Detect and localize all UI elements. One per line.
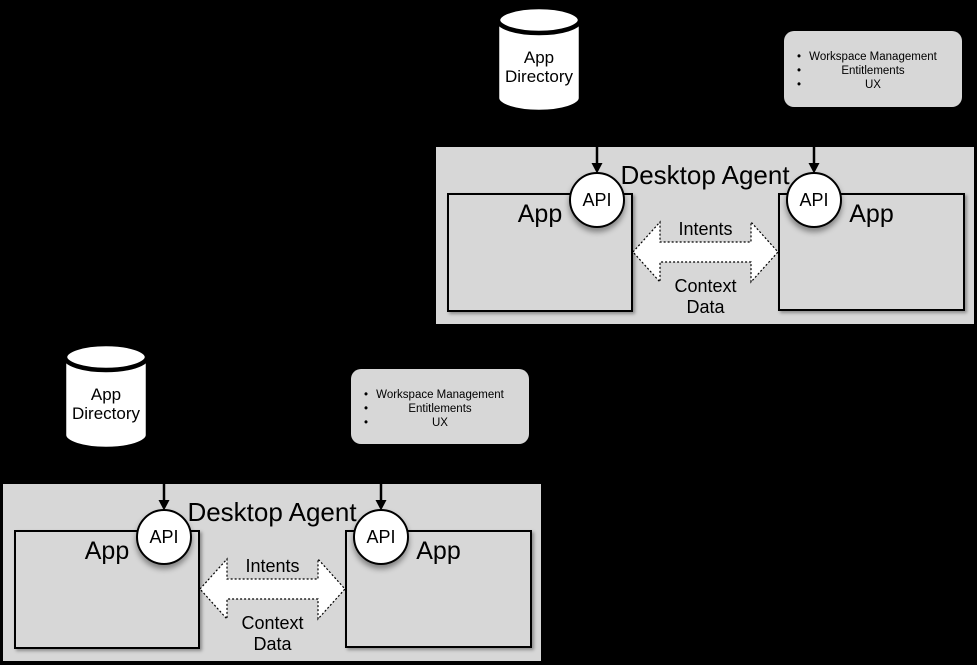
down-arrow-icon <box>808 146 820 174</box>
api-label: API <box>582 189 612 210</box>
database-icon <box>62 341 150 450</box>
feature-item-label: UX <box>432 417 448 429</box>
feature-item: • Workspace Management <box>351 388 529 402</box>
desktop-agent-title: Desktop Agent <box>187 497 357 527</box>
feature-item-label: Workspace Management <box>376 389 504 401</box>
features-callout: • Workspace Management • Entitlements • … <box>784 31 962 107</box>
app-directory-label: App Directory <box>61 385 151 423</box>
api-label: API <box>149 526 179 547</box>
feature-item-label: Workspace Management <box>809 51 937 63</box>
api-label: API <box>366 526 396 547</box>
bullet-dot-icon: • <box>364 417 369 429</box>
feature-item: • UX <box>351 416 529 430</box>
api-circle-left: API <box>136 509 192 565</box>
database-icon <box>495 4 583 113</box>
feature-item: • Entitlements <box>351 402 529 416</box>
app-directory-label-line1: App <box>90 385 122 404</box>
feature-item: • Workspace Management <box>784 50 962 64</box>
down-arrow-icon <box>158 483 170 511</box>
bullet-dot-icon: • <box>797 79 802 91</box>
app-directory-label: App Directory <box>494 48 584 86</box>
api-circle-right: API <box>786 172 842 228</box>
bullet-dot-icon: • <box>364 403 369 415</box>
down-arrow-icon <box>591 146 603 174</box>
features-callout: • Workspace Management • Entitlements • … <box>351 369 529 444</box>
api-circle-right: API <box>353 509 409 565</box>
bullet-dot-icon: • <box>797 51 802 63</box>
feature-item: • Entitlements <box>784 64 962 78</box>
api-label: API <box>799 189 829 210</box>
app-directory-label-line2: Directory <box>504 67 573 86</box>
context-data-label: Context Data <box>200 613 345 655</box>
context-data-label-line2: Data <box>253 634 292 654</box>
app-directory-label-line1: App <box>523 48 555 67</box>
down-arrow-icon <box>375 483 387 511</box>
desktop-agent-title: Desktop Agent <box>620 160 790 190</box>
double-arrow-icon <box>632 220 779 284</box>
context-data-label-line1: Context <box>674 276 737 296</box>
feature-item: • UX <box>784 78 962 92</box>
context-data-label-line1: Context <box>241 613 304 633</box>
intents-label: Intents <box>678 219 733 239</box>
feature-item-label: Entitlements <box>408 403 472 415</box>
intents-label: Intents <box>245 556 300 576</box>
context-data-label: Context Data <box>633 276 778 318</box>
app-directory-cylinder: App Directory <box>61 340 151 452</box>
bullet-dot-icon: • <box>364 389 369 401</box>
feature-item-label: UX <box>865 79 881 91</box>
app-label: App <box>84 537 130 565</box>
app-directory-cylinder: App Directory <box>494 3 584 115</box>
app-directory-label-line2: Directory <box>71 404 140 423</box>
api-circle-left: API <box>569 172 625 228</box>
app-label: App <box>416 537 461 565</box>
bullet-dot-icon: • <box>797 65 802 77</box>
double-arrow-icon <box>199 557 346 621</box>
context-data-label-line2: Data <box>686 297 725 317</box>
feature-item-label: Entitlements <box>841 65 905 77</box>
app-label: App <box>517 200 563 228</box>
app-label: App <box>849 200 894 228</box>
